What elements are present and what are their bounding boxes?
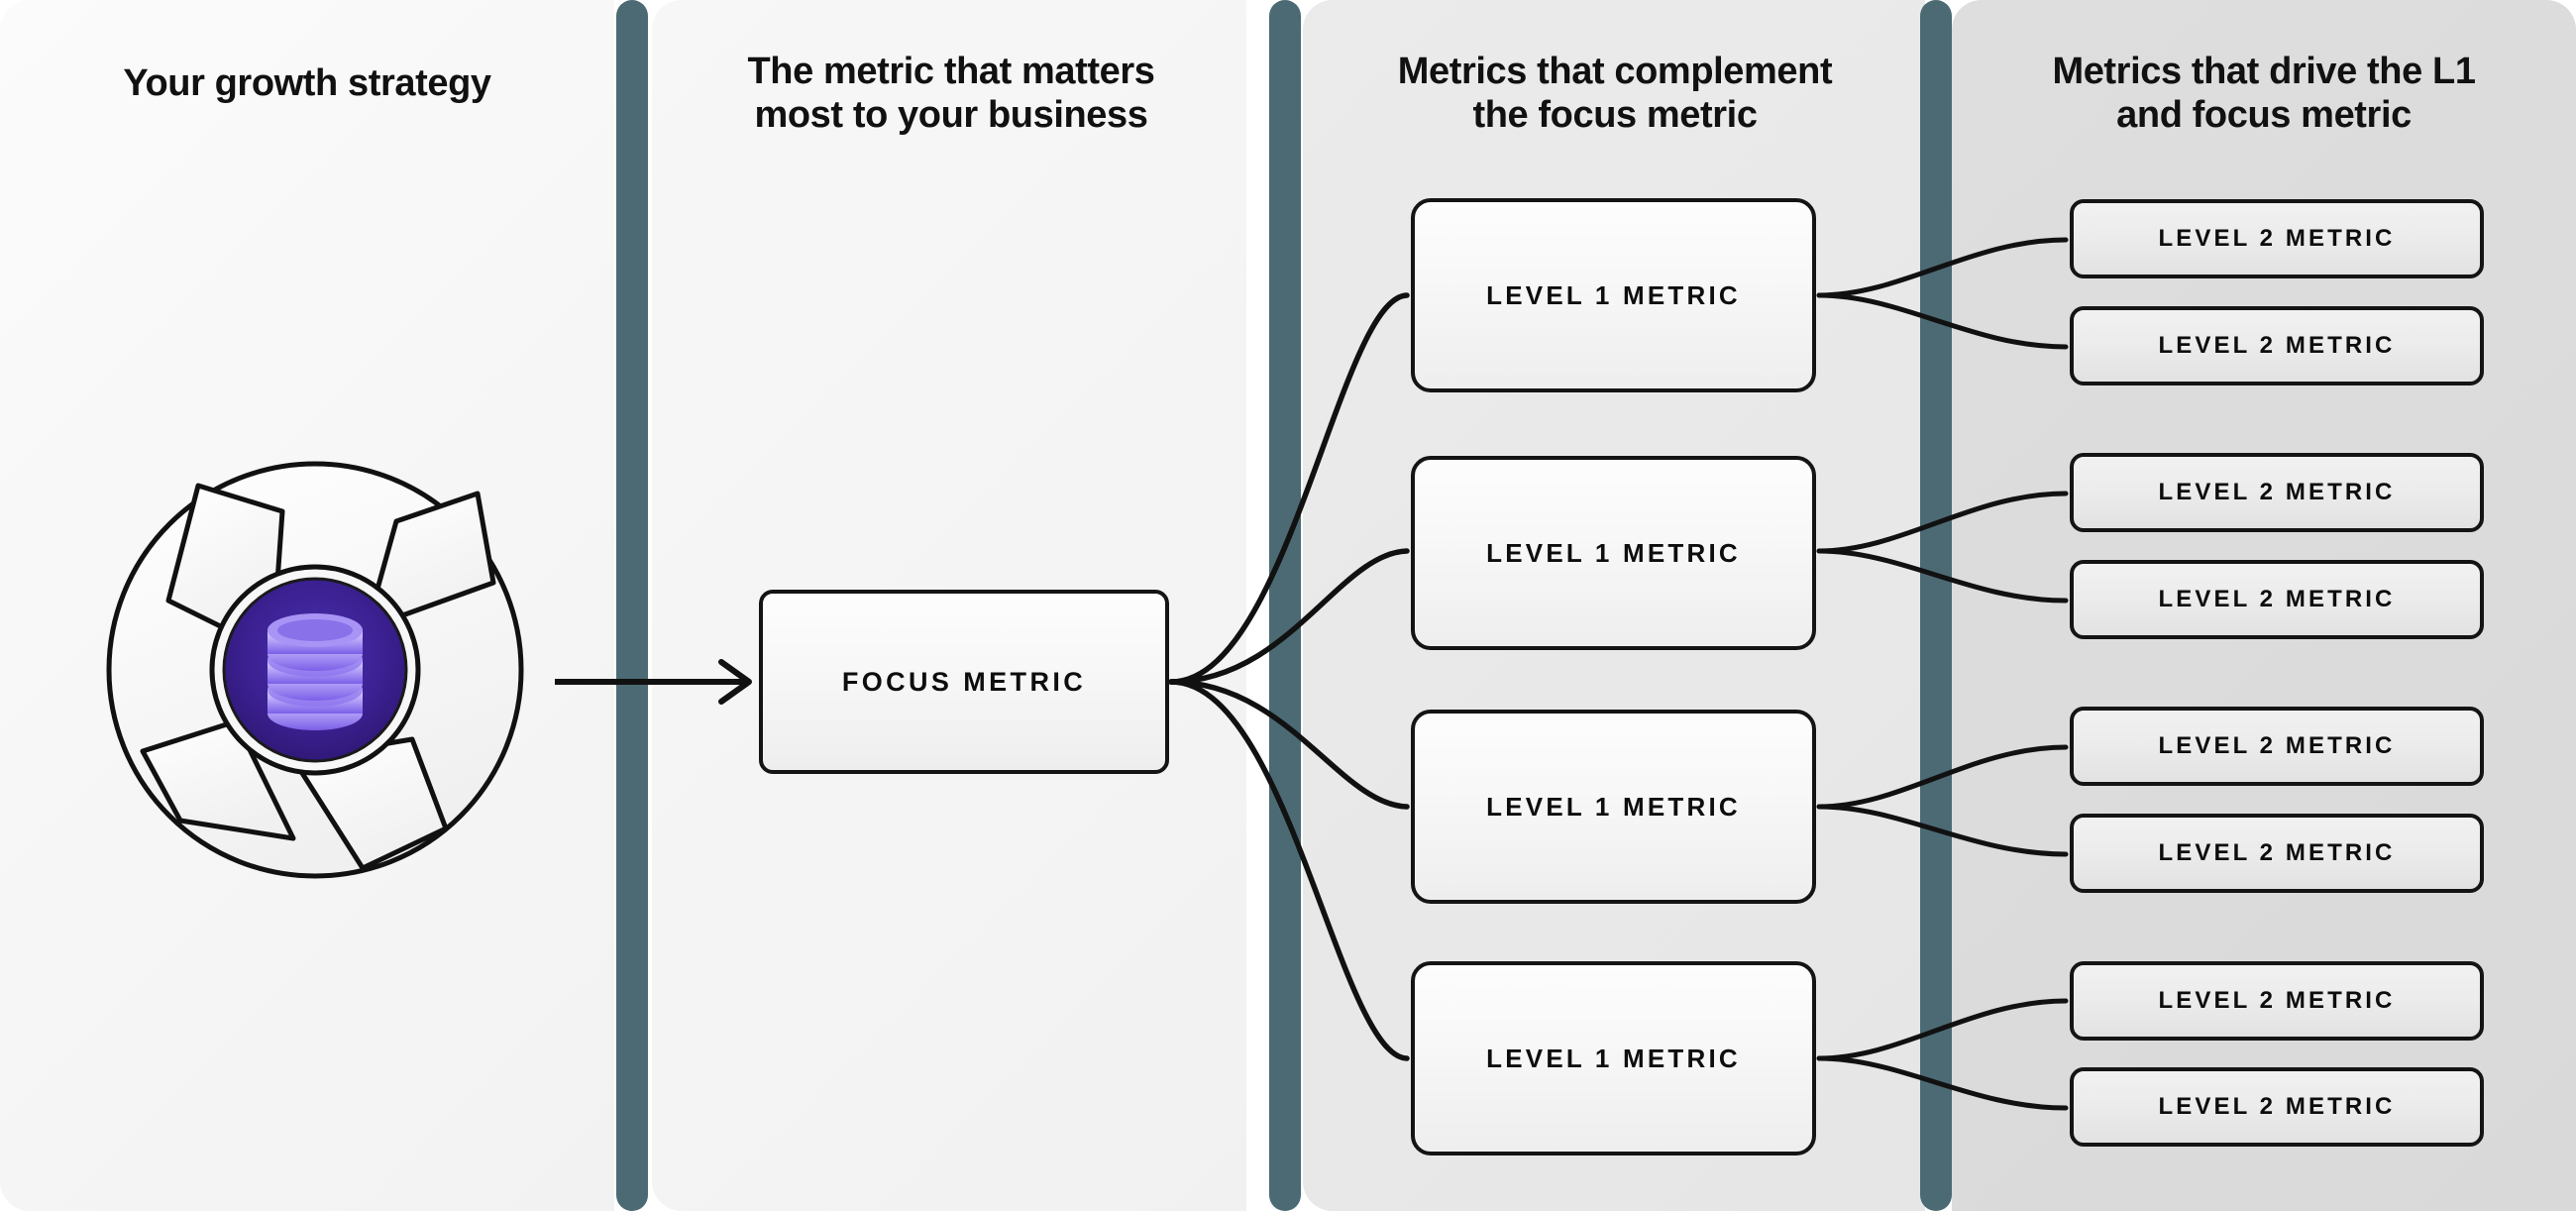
node-level1-metric-1-label: LEVEL 1 METRIC [1486,279,1741,310]
node-level2-metric-6-label: LEVEL 2 METRIC [2158,839,2396,866]
column-divider-2 [1269,0,1301,1211]
column-header-level1-line1: Metrics that complement [1397,51,1833,92]
column-header-level1-line2: the focus metric [1472,94,1758,137]
node-level2-metric-5[interactable]: LEVEL 2 METRIC [2070,707,2484,786]
node-level2-metric-3[interactable]: LEVEL 2 METRIC [2070,453,2484,532]
node-level1-metric-4-label: LEVEL 1 METRIC [1486,1043,1741,1073]
node-level2-metric-1[interactable]: LEVEL 2 METRIC [2070,199,2484,278]
node-level1-metric-3-label: LEVEL 1 METRIC [1486,791,1741,822]
column-header-focus-line2: most to your business [754,94,1148,137]
node-level2-metric-8[interactable]: LEVEL 2 METRIC [2070,1067,2484,1147]
node-level1-metric-1[interactable]: LEVEL 1 METRIC [1411,198,1816,392]
node-level2-metric-7[interactable]: LEVEL 2 METRIC [2070,961,2484,1041]
column-header-level1: Metrics that complement the focus metric [1328,50,1902,138]
growth-strategy-aperture-icon [106,461,524,879]
node-level1-metric-4[interactable]: LEVEL 1 METRIC [1411,961,1816,1156]
column-header-level2-line2: and focus metric [2116,94,2412,137]
node-level2-metric-4-label: LEVEL 2 METRIC [2158,586,2396,612]
column-header-level2-line1: Metrics that drive the L1 [2052,51,2476,92]
node-focus-metric[interactable]: FOCUS METRIC [759,590,1169,774]
node-level2-metric-1-label: LEVEL 2 METRIC [2158,225,2396,252]
node-level2-metric-8-label: LEVEL 2 METRIC [2158,1093,2396,1120]
column-header-strategy: Your growth strategy [30,61,585,105]
node-level1-metric-2[interactable]: LEVEL 1 METRIC [1411,456,1816,650]
node-level1-metric-3[interactable]: LEVEL 1 METRIC [1411,710,1816,904]
node-level2-metric-3-label: LEVEL 2 METRIC [2158,479,2396,505]
column-header-level2: Metrics that drive the L1 and focus metr… [1977,50,2551,138]
node-level2-metric-6[interactable]: LEVEL 2 METRIC [2070,814,2484,893]
column-divider-1 [616,0,648,1211]
column-divider-3 [1920,0,1952,1211]
column-header-focus: The metric that matters most to your bus… [674,50,1229,138]
node-level2-metric-4[interactable]: LEVEL 2 METRIC [2070,560,2484,639]
database-cylinder-icon [268,613,363,730]
node-level2-metric-2[interactable]: LEVEL 2 METRIC [2070,306,2484,385]
node-level2-metric-5-label: LEVEL 2 METRIC [2158,732,2396,759]
column-header-strategy-text: Your growth strategy [123,62,491,104]
node-level2-metric-7-label: LEVEL 2 METRIC [2158,987,2396,1014]
node-level2-metric-2-label: LEVEL 2 METRIC [2158,332,2396,359]
column-header-focus-line1: The metric that matters [747,51,1155,92]
node-focus-metric-label: FOCUS METRIC [841,666,1087,697]
node-level1-metric-2-label: LEVEL 1 METRIC [1486,537,1741,568]
